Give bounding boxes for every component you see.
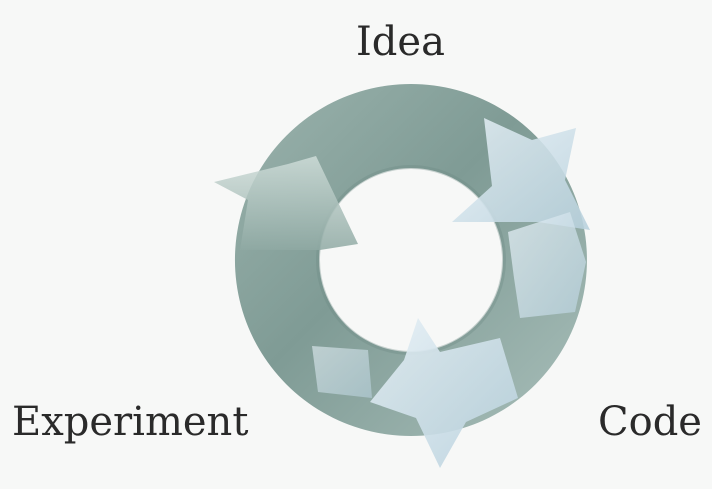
arrow-code-to-experiment-icon [370, 318, 518, 468]
arrow-right-segment-icon [508, 212, 586, 318]
label-idea: Idea [356, 19, 445, 65]
label-experiment: Experiment [12, 399, 249, 445]
arrow-experiment-to-idea-icon [214, 156, 358, 250]
arrow-idea-to-code-icon [452, 118, 590, 230]
arrow-bottom-left-segment-icon [312, 346, 372, 398]
label-code: Code [598, 399, 702, 445]
ring-center [321, 170, 501, 350]
